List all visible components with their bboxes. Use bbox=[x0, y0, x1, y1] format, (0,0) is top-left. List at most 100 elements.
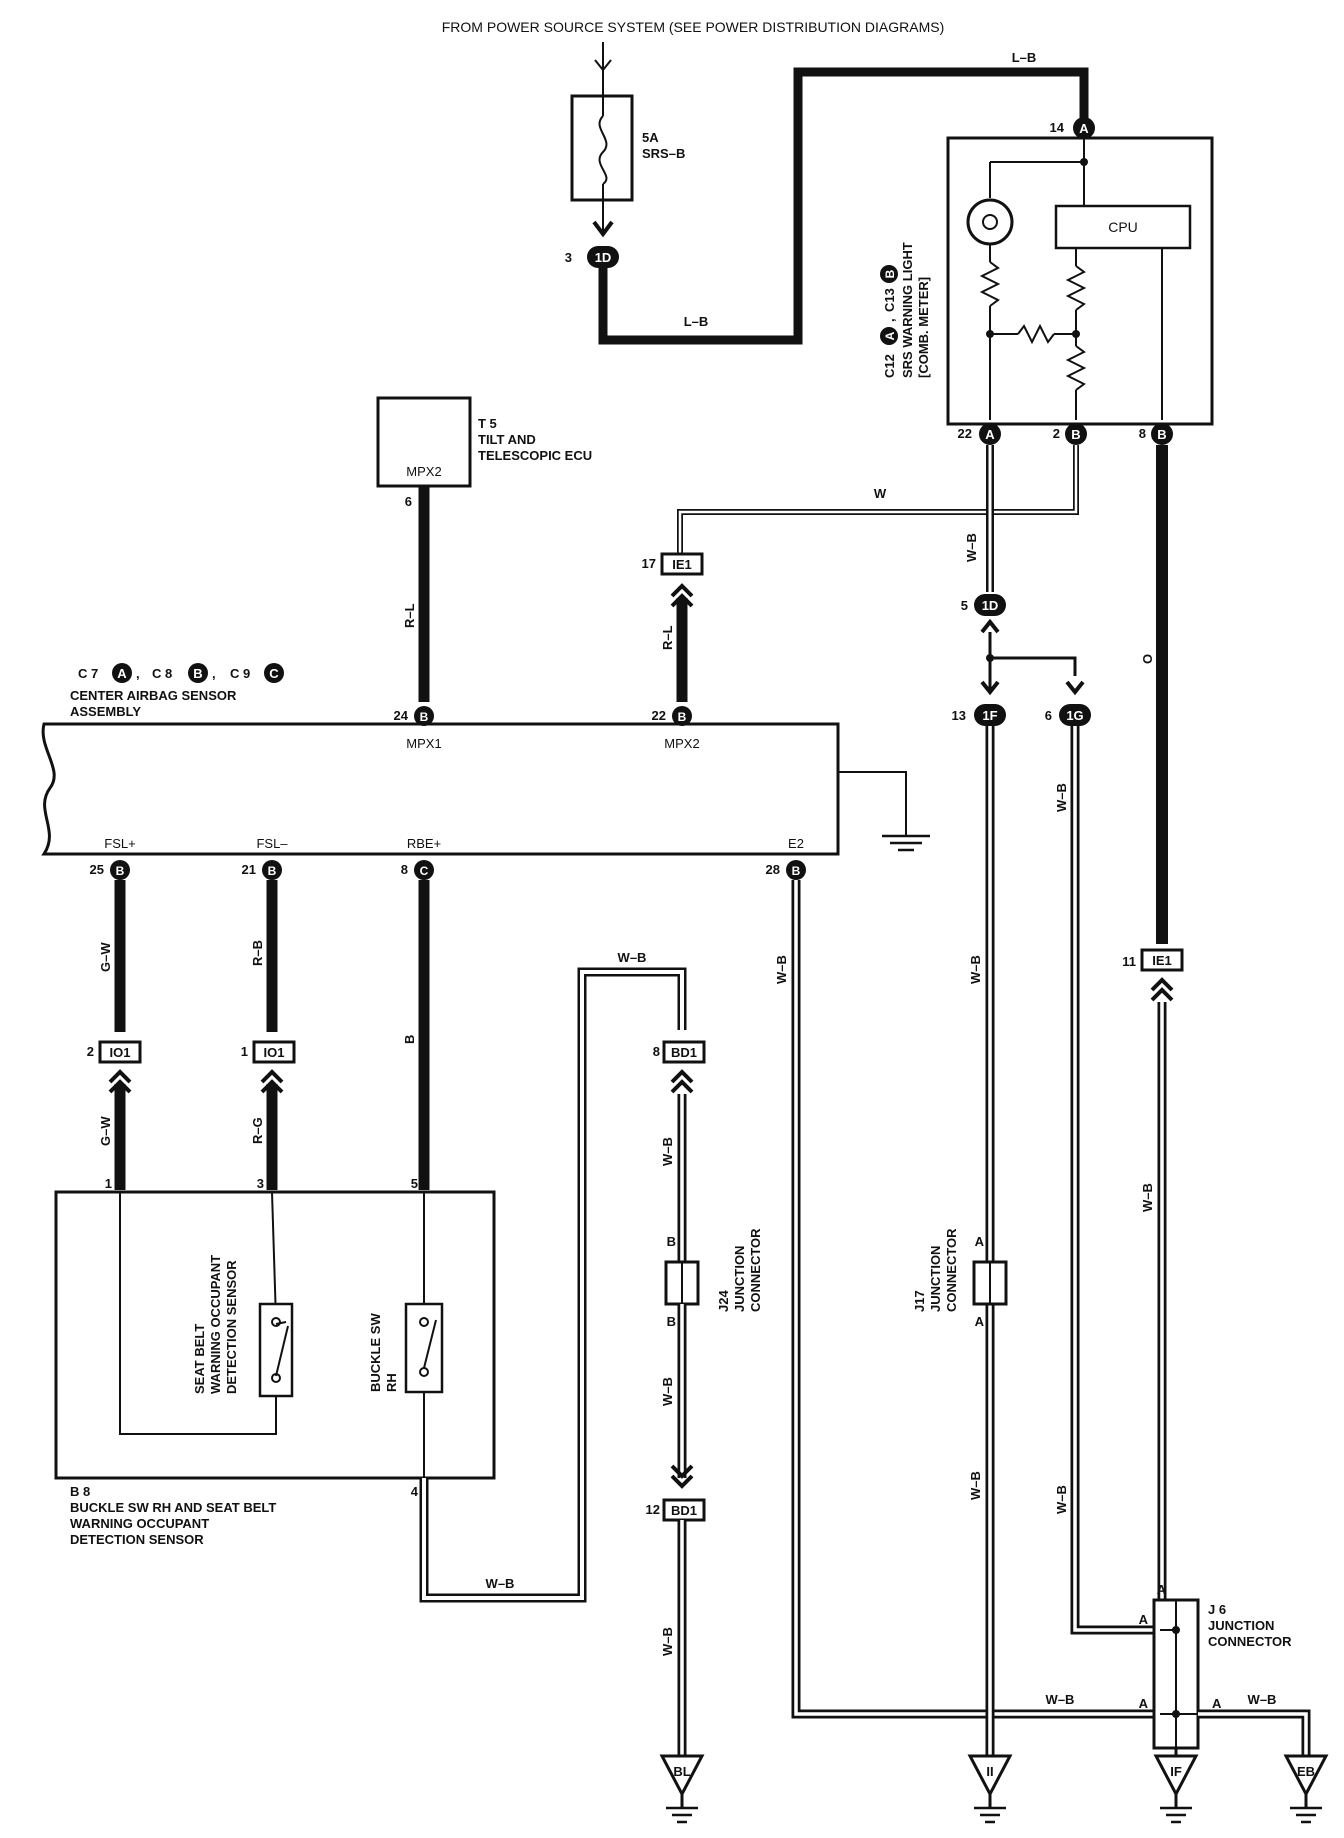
svg-text:3: 3 bbox=[257, 1176, 264, 1191]
svg-text:R–L: R–L bbox=[402, 603, 417, 628]
tilt-telescopic-ecu: MPX2 T 5 TILT AND TELESCOPIC ECU 6 bbox=[376, 396, 592, 509]
combination-meter: 14 A CPU C12 A , C13 bbox=[880, 117, 1214, 445]
svg-text:B: B bbox=[792, 864, 801, 878]
connector-io1-b: 1 IO1 bbox=[241, 1040, 296, 1064]
svg-text:W–B: W–B bbox=[660, 1137, 675, 1166]
junction-j6: A A A A J 6 JUNCTION CONNECTOR bbox=[1139, 1582, 1292, 1750]
svg-text:C: C bbox=[269, 666, 279, 681]
ground-bl: BL bbox=[659, 1754, 705, 1824]
svg-text:BD1: BD1 bbox=[671, 1503, 697, 1518]
source-note: FROM POWER SOURCE SYSTEM (SEE POWER DIST… bbox=[442, 19, 944, 35]
svg-text:11: 11 bbox=[1122, 954, 1136, 969]
fuse-rating: 5A bbox=[642, 130, 659, 145]
connector-1d-top: 3 1D bbox=[565, 246, 619, 268]
connector-io1-a: 2 IO1 bbox=[87, 1040, 142, 1064]
svg-text:W–B: W–B bbox=[618, 950, 647, 965]
wire-lb-label: L–B bbox=[684, 314, 709, 329]
svg-text:W–B: W–B bbox=[1140, 1183, 1155, 1212]
svg-text:2: 2 bbox=[1053, 426, 1060, 441]
svg-text:G–W: G–W bbox=[98, 942, 113, 972]
svg-text:RBE+: RBE+ bbox=[407, 836, 441, 851]
seat-belt-switch-icon bbox=[258, 1302, 294, 1398]
svg-text:R–B: R–B bbox=[250, 940, 265, 966]
svg-text:TILT AND: TILT AND bbox=[478, 432, 536, 447]
svg-text:B: B bbox=[193, 666, 202, 681]
svg-text:W–B: W–B bbox=[660, 1377, 675, 1406]
svg-text:A: A bbox=[975, 1234, 985, 1249]
svg-text:12: 12 bbox=[646, 1502, 660, 1517]
wire-lb-label-top: L–B bbox=[1012, 50, 1037, 65]
svg-text:14: 14 bbox=[1050, 120, 1065, 135]
svg-text:JUNCTION: JUNCTION bbox=[928, 1246, 943, 1312]
svg-text:CONNECTOR: CONNECTOR bbox=[944, 1228, 959, 1312]
svg-text:C 8: C 8 bbox=[152, 666, 172, 681]
svg-text:DETECTION SENSOR: DETECTION SENSOR bbox=[70, 1532, 204, 1547]
svg-text:1D: 1D bbox=[595, 250, 612, 265]
meter-subtitle: [COMB. METER] bbox=[916, 277, 931, 378]
svg-text:24: 24 bbox=[394, 708, 409, 723]
svg-text:A: A bbox=[883, 331, 897, 340]
connector-bd1-top: 8 BD1 bbox=[653, 1040, 706, 1064]
svg-text:JUNCTION: JUNCTION bbox=[732, 1246, 747, 1312]
svg-text:A: A bbox=[1139, 1612, 1149, 1627]
svg-text:8: 8 bbox=[401, 862, 408, 877]
svg-text:1D: 1D bbox=[982, 598, 999, 613]
svg-text:A: A bbox=[975, 1314, 985, 1329]
meter-title: SRS WARNING LIGHT bbox=[900, 242, 915, 378]
svg-text:A: A bbox=[1079, 121, 1089, 136]
cpu-label: CPU bbox=[1108, 219, 1138, 235]
ground-eb: EB bbox=[1283, 1754, 1329, 1824]
svg-text:A: A bbox=[985, 427, 995, 442]
svg-text:8: 8 bbox=[653, 1044, 660, 1059]
buckle-sw-sensor: 1 3 5 SEAT BELT WARNING OCCUPANT DETECTI… bbox=[54, 1176, 496, 1547]
svg-text:W–B: W–B bbox=[1046, 1692, 1075, 1707]
svg-text:O: O bbox=[1140, 654, 1155, 664]
svg-text:6: 6 bbox=[1045, 708, 1052, 723]
svg-text:J24: J24 bbox=[716, 1290, 731, 1312]
airbag-title: CENTER AIRBAG SENSOR bbox=[70, 688, 237, 703]
svg-text:13: 13 bbox=[952, 708, 966, 723]
svg-text:W–B: W–B bbox=[968, 1471, 983, 1500]
svg-text:8: 8 bbox=[1139, 426, 1146, 441]
svg-text:28: 28 bbox=[766, 862, 780, 877]
svg-text:,: , bbox=[212, 666, 216, 681]
svg-text:,: , bbox=[136, 666, 140, 681]
svg-text:J 6: J 6 bbox=[1208, 1602, 1226, 1617]
svg-text:21: 21 bbox=[242, 862, 256, 877]
svg-text:W–B: W–B bbox=[968, 955, 983, 984]
svg-text:5: 5 bbox=[411, 1176, 418, 1191]
svg-text:CONNECTOR: CONNECTOR bbox=[748, 1228, 763, 1312]
svg-text:EB: EB bbox=[1297, 1764, 1315, 1779]
svg-text:MPX2: MPX2 bbox=[664, 736, 699, 751]
svg-text:C: C bbox=[420, 864, 429, 878]
svg-text:E2: E2 bbox=[788, 836, 804, 851]
svg-text:1: 1 bbox=[105, 1176, 112, 1191]
svg-text:B: B bbox=[268, 864, 277, 878]
svg-text:WARNING OCCUPANT: WARNING OCCUPANT bbox=[208, 1255, 223, 1394]
wire-lb bbox=[598, 67, 1089, 345]
svg-text:DETECTION SENSOR: DETECTION SENSOR bbox=[224, 1260, 239, 1394]
svg-text:T 5: T 5 bbox=[478, 416, 497, 431]
svg-text:B: B bbox=[1157, 427, 1166, 442]
sensor-title: BUCKLE SW RH AND SEAT BELT bbox=[70, 1500, 276, 1515]
svg-text:J17: J17 bbox=[912, 1290, 927, 1312]
svg-text:IE1: IE1 bbox=[1152, 953, 1172, 968]
svg-text:A: A bbox=[1139, 1696, 1149, 1711]
center-airbag-sensor: C 7 A , C 8 B , C 9 C CENTER AIRBAG SENS… bbox=[41, 663, 930, 856]
ground-ii: II bbox=[967, 1754, 1013, 1824]
airbag-bottom-pins: 25 B 21 B 8 C 28 B bbox=[90, 860, 806, 880]
svg-text:4: 4 bbox=[411, 1484, 419, 1499]
svg-text:C 9: C 9 bbox=[230, 666, 250, 681]
svg-text:G–W: G–W bbox=[98, 1116, 113, 1146]
connector-ie1-left: 17 IE1 bbox=[642, 552, 704, 576]
svg-text:1F: 1F bbox=[982, 708, 997, 723]
svg-text:B: B bbox=[402, 1035, 417, 1044]
svg-text:IO1: IO1 bbox=[264, 1045, 285, 1060]
svg-text:SEAT BELT: SEAT BELT bbox=[192, 1324, 207, 1394]
svg-text:IO1: IO1 bbox=[110, 1045, 131, 1060]
junction-j24: B B J24 JUNCTION CONNECTOR bbox=[664, 1228, 763, 1329]
junction-j17: A A J17 JUNCTION CONNECTOR bbox=[912, 1228, 1008, 1329]
svg-text:1G: 1G bbox=[1066, 708, 1083, 723]
fuse-name: SRS–B bbox=[642, 146, 685, 161]
